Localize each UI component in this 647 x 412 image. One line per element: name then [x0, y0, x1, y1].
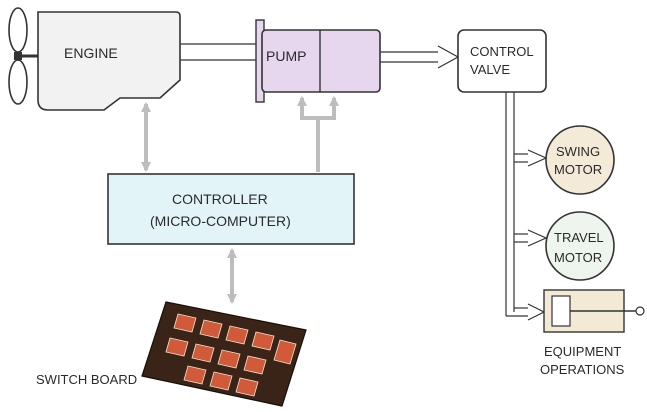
- fan-icon: [8, 7, 38, 105]
- control-valve-block: CONTROL VALVE: [457, 29, 547, 93]
- engine-block: ENGINE: [37, 11, 181, 111]
- swing-motor-label-line2: MOTOR: [554, 162, 602, 177]
- switch-board-label: SWITCH BOARD: [36, 372, 137, 387]
- valve-distribution-lines: [505, 92, 548, 321]
- controller-block: CONTROLLER (MICRO-COMPUTER): [107, 173, 355, 245]
- equipment-label-line2: OPERATIONS: [540, 362, 625, 377]
- control-valve-label-line1: CONTROL: [470, 44, 534, 59]
- pump-to-valve-line: [380, 45, 460, 69]
- controller-label-line1: CONTROLLER: [172, 191, 268, 207]
- switch-board-panel: [141, 301, 307, 407]
- travel-motor-label-line1: TRAVEL: [554, 230, 604, 245]
- pump-label: PUMP: [266, 48, 306, 64]
- control-valve-label-line2: VALVE: [470, 62, 510, 77]
- engine-pump-shaft: [180, 43, 258, 61]
- travel-motor: TRAVEL MOTOR: [545, 211, 615, 281]
- equipment-label-line1: EQUIPMENT: [544, 344, 621, 359]
- swing-motor-label-line1: SWING: [556, 144, 600, 159]
- switch-keys: [165, 313, 297, 397]
- controller-label-line2: (MICRO-COMPUTER): [150, 213, 291, 229]
- equipment-cylinder-icon: [543, 289, 645, 333]
- travel-motor-label-line2: MOTOR: [554, 250, 602, 265]
- engine-shape: [37, 11, 181, 111]
- signal-arrows: [141, 96, 339, 304]
- engine-label: ENGINE: [64, 45, 118, 61]
- pump-block: PUMP: [255, 19, 381, 103]
- swing-motor: SWING MOTOR: [545, 125, 615, 195]
